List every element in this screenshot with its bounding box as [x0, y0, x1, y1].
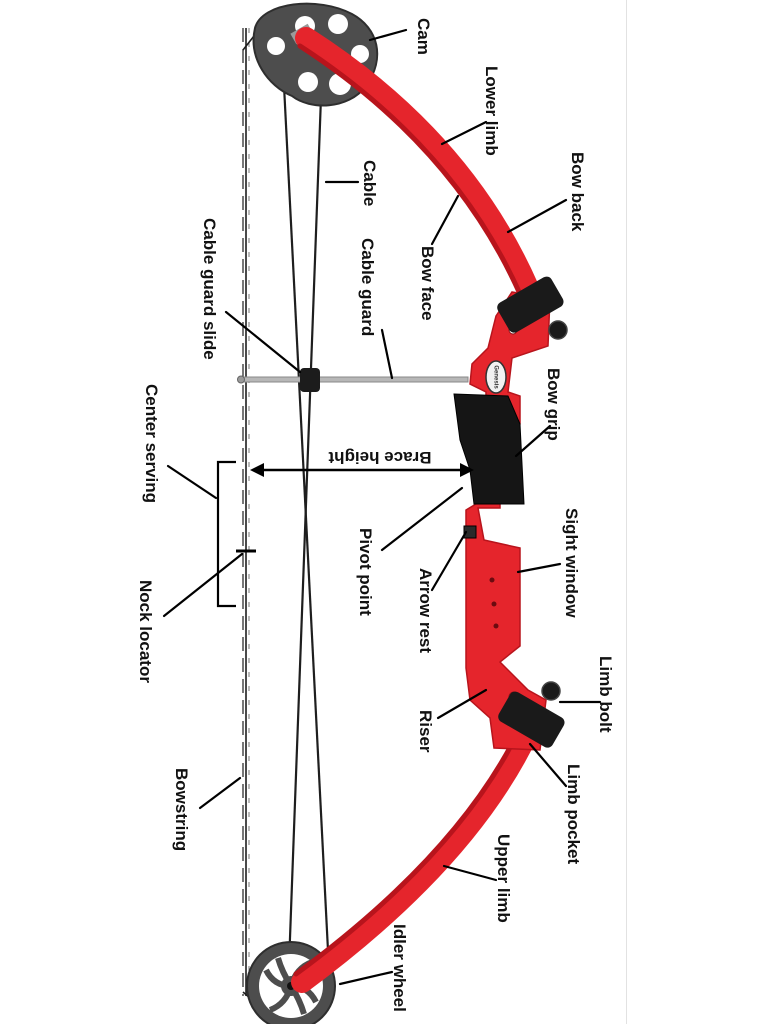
leader-upper-limb	[442, 864, 498, 882]
sight-hole-1	[489, 577, 495, 583]
label-nock-locator: Nock locator	[136, 580, 155, 683]
label-cable-guard: Cable guard	[358, 238, 377, 336]
label-cable-guard-slide: Cable guard slide	[200, 218, 219, 360]
cable-2	[281, 65, 332, 991]
label-arrow-rest: Arrow rest	[416, 568, 435, 653]
upper-limb	[291, 717, 541, 993]
label-idler-wheel: Idler wheel	[390, 924, 409, 1012]
center-serving-bracket	[216, 460, 236, 608]
riser-badge-text: Genesis	[492, 365, 498, 389]
cable-1	[286, 69, 324, 993]
upper-limb-shade	[293, 721, 525, 977]
label-limb-pocket: Limb pocket	[564, 764, 583, 864]
limb-pocket-bottom	[498, 691, 565, 748]
sight-hole-2	[491, 601, 497, 607]
cable-guard	[237, 375, 469, 384]
label-cable: Cable	[360, 160, 379, 206]
label-limb-bolt: Limb bolt	[596, 656, 615, 733]
label-bow-grip: Bow grip	[544, 368, 563, 441]
leader-bow-face	[430, 194, 460, 246]
cable-guard-slide	[300, 368, 320, 392]
leader-limb-pocket	[528, 742, 568, 788]
leader-cam	[368, 28, 408, 42]
leader-bow-back	[506, 198, 568, 234]
bow-grip	[453, 393, 525, 505]
scan-page-edge	[626, 0, 627, 1024]
leader-nock-locator	[162, 552, 244, 618]
label-upper-limb: Upper limb	[494, 834, 513, 923]
label-bow-face: Bow face	[418, 246, 437, 321]
leader-idler-wheel	[338, 970, 394, 986]
brace-height-arrow	[250, 463, 474, 477]
label-center-serving: Center serving	[142, 384, 161, 503]
lower-limb-shade	[297, 43, 523, 297]
leader-bow-grip	[514, 424, 552, 458]
riser-badge: Genesis	[485, 360, 507, 394]
leader-cable-guard-slide	[224, 310, 302, 374]
limb-bolt	[541, 681, 561, 701]
leader-sight-window	[516, 562, 562, 574]
label-lower-limb: Lower limb	[482, 66, 501, 156]
limb-pocket-top	[497, 276, 564, 333]
lower-limb	[295, 27, 539, 299]
label-brace-height: Brace height	[328, 448, 431, 467]
label-pivot-point: Pivot point	[356, 528, 375, 616]
riser	[465, 291, 551, 751]
label-bow-back: Bow back	[568, 152, 587, 232]
leader-bowstring	[198, 776, 242, 810]
label-bowstring: Bowstring	[172, 768, 191, 851]
label-riser: Riser	[416, 710, 435, 753]
arrow-rest	[463, 525, 477, 539]
label-sight-window: Sight window	[562, 508, 581, 618]
leader-riser	[436, 688, 488, 720]
leader-center-serving	[166, 464, 218, 500]
leader-pivot-point	[380, 486, 464, 552]
leader-lower-limb	[440, 120, 488, 146]
bowstring	[242, 28, 250, 996]
limb-bolt-top	[548, 320, 568, 340]
leader-arrow-rest	[430, 530, 468, 592]
leader-cable-guard	[380, 328, 394, 380]
label-cam: Cam	[414, 18, 433, 55]
sight-hole-3	[493, 623, 499, 629]
